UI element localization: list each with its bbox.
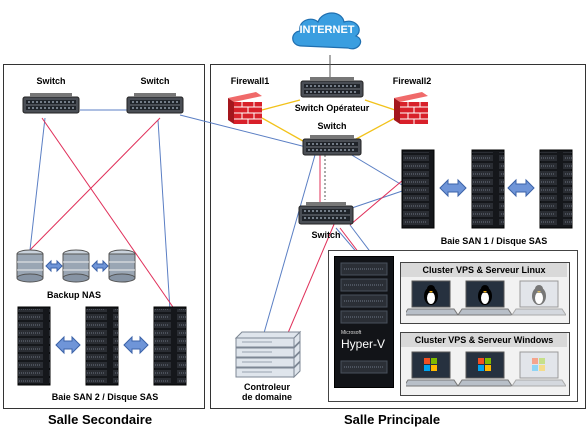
switch-main-label: Switch (317, 121, 347, 131)
backup-nas-label: Backup NAS (46, 290, 101, 300)
link-fw2-operator (364, 99, 396, 111)
laptops-icon (403, 280, 567, 316)
server-racks-icon (401, 149, 573, 229)
cluster-linux-laptops (403, 279, 567, 319)
tux-icon (424, 285, 546, 305)
domain-controller-label-1: Controleur (244, 382, 290, 392)
internet-label: INTERNET (299, 24, 355, 36)
link-sw-right-san2 (157, 119, 171, 311)
secondary-room-frame (3, 64, 205, 409)
server-racks-icon (17, 306, 187, 386)
room-secondary-title: Salle Secondaire (48, 412, 153, 427)
switch-distribution-label: Switch (311, 230, 341, 240)
switch-secondary-left-label: Switch (36, 76, 66, 86)
switch-secondary-right-label: Switch (140, 76, 170, 86)
server-stack-icon (234, 330, 302, 379)
link-red-5 (349, 179, 404, 226)
firewall1-label: Firewall1 (230, 76, 270, 86)
windows-icon (424, 358, 545, 371)
hyperv-product: Hyper-V (341, 337, 386, 351)
switch-icon (302, 135, 362, 156)
hyperv-rack: Microsoft Hyper-V (334, 256, 394, 388)
room-principal-title: Salle Principale (344, 412, 441, 427)
principal-room-frame (210, 64, 586, 409)
firewall1 (226, 90, 264, 126)
link-fw1-operator (261, 99, 301, 111)
link-red-2 (29, 117, 161, 251)
nas-disks-icon (16, 249, 136, 283)
switch-icon (300, 77, 364, 98)
domain-controller (232, 330, 302, 379)
cloud-icon (292, 12, 362, 50)
hyperv-vendor: Microsoft (341, 330, 362, 336)
firewall-brick-icon (228, 92, 262, 124)
link-main-dc (261, 154, 316, 341)
link-red-4 (284, 221, 336, 341)
switch-operator-label: Switch Opérateur (294, 103, 370, 113)
switch-operator (300, 76, 364, 100)
switch-secondary-right (126, 92, 184, 116)
firewall2-label: Firewall2 (392, 76, 432, 86)
switch-distribution (298, 200, 354, 228)
domain-controller-label-2: de domaine (241, 392, 292, 402)
link-sw-left-nas (29, 117, 46, 251)
link-sw-right-main (179, 114, 311, 149)
cluster-windows-laptops (403, 350, 567, 390)
san1-rack-group (400, 146, 576, 230)
switch-icon (298, 202, 354, 225)
backup-nas (14, 248, 138, 284)
link-fw1-main (261, 117, 311, 146)
server-rack-icon (340, 262, 388, 374)
laptops-icon (403, 351, 567, 387)
cluster-windows-title: Cluster VPS & Serveur Windows (401, 333, 567, 347)
firewall-brick-icon (394, 92, 428, 124)
switch-icon (126, 93, 184, 114)
firewall2 (392, 90, 430, 126)
san2-rack-group (14, 305, 194, 387)
san2-label: Baie SAN 2 / Disque SAS (51, 392, 159, 402)
switch-main (302, 133, 362, 159)
switch-icon (22, 93, 80, 114)
cluster-linux-title: Cluster VPS & Serveur Linux (401, 263, 567, 277)
switch-secondary-left (22, 92, 80, 116)
internet-cloud: INTERNET (288, 6, 366, 54)
link-red-1 (41, 117, 176, 311)
san1-label: Baie SAN 1 / Disque SAS (440, 236, 548, 246)
